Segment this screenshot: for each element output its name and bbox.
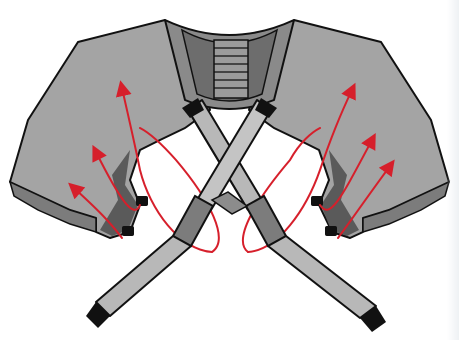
massage-node <box>325 226 337 236</box>
massage-node <box>136 196 148 206</box>
massage-node <box>311 196 323 206</box>
collar-ribbed-panel <box>214 40 248 98</box>
massage-node <box>122 226 134 236</box>
right-edge-shade <box>447 0 459 340</box>
